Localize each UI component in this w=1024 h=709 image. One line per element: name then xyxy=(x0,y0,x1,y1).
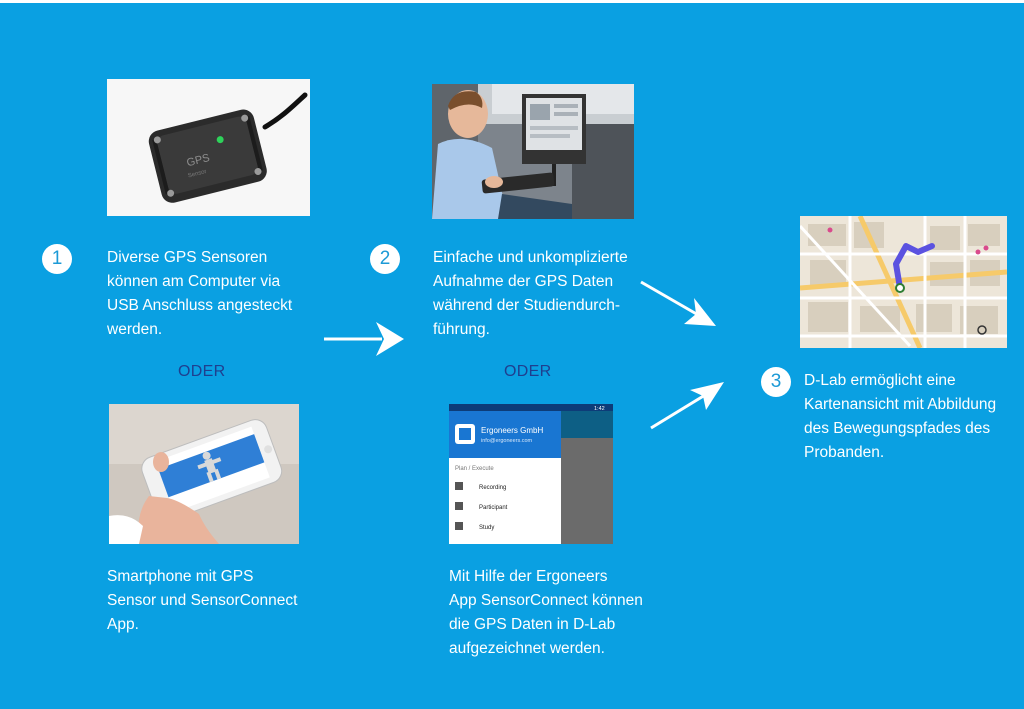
app-section-label: Plan / Execute xyxy=(455,466,494,472)
arrow-app-to-step3 xyxy=(650,382,724,430)
smartphone-hand-photo xyxy=(109,404,299,544)
step-3-number: 3 xyxy=(761,367,791,397)
step-1-description: Diverse GPS Sensoren können am Computer … xyxy=(107,249,293,338)
study-icon xyxy=(455,522,463,530)
step-2-number: 2 xyxy=(370,244,400,274)
gps-sensor-photo: GPS Sensor xyxy=(107,79,310,216)
step-2-description: Einfache und unkomplizierte Aufnahme der… xyxy=(433,249,628,338)
svg-text:GPS: GPS xyxy=(185,152,210,169)
arrow-step1-to-step2 xyxy=(324,322,404,356)
app-menu-recording: Recording xyxy=(479,485,506,491)
car-monitor-photo xyxy=(432,84,634,219)
or-separator-middle: ODER xyxy=(504,363,552,380)
recording-icon xyxy=(455,482,463,490)
alternative-2-description: Mit Hilfe der Ergoneers App SensorConnec… xyxy=(449,568,643,657)
app-status-time: 1:42 xyxy=(594,406,605,412)
participant-icon xyxy=(455,502,463,510)
app-screenshot: Ergoneers GmbH info@ergoneers.com 1:42 P… xyxy=(449,404,613,544)
step-3-description: D-Lab ermöglicht eine Kartenansicht mit … xyxy=(804,372,997,461)
top-border xyxy=(0,0,1024,3)
app-menu-study: Study xyxy=(479,525,494,531)
app-menu-participant: Participant xyxy=(479,505,508,511)
step-1-number: 1 xyxy=(42,244,72,274)
map-route-photo xyxy=(800,216,1007,348)
svg-text:Sensor: Sensor xyxy=(187,169,207,179)
app-email: info@ergoneers.com xyxy=(481,438,533,444)
app-company: Ergoneers GmbH xyxy=(481,426,543,435)
arrow-step2-to-step3 xyxy=(640,280,716,326)
or-separator-left: ODER xyxy=(178,363,226,380)
alternative-1-description: Smartphone mit GPS Sensor und SensorConn… xyxy=(107,568,298,633)
